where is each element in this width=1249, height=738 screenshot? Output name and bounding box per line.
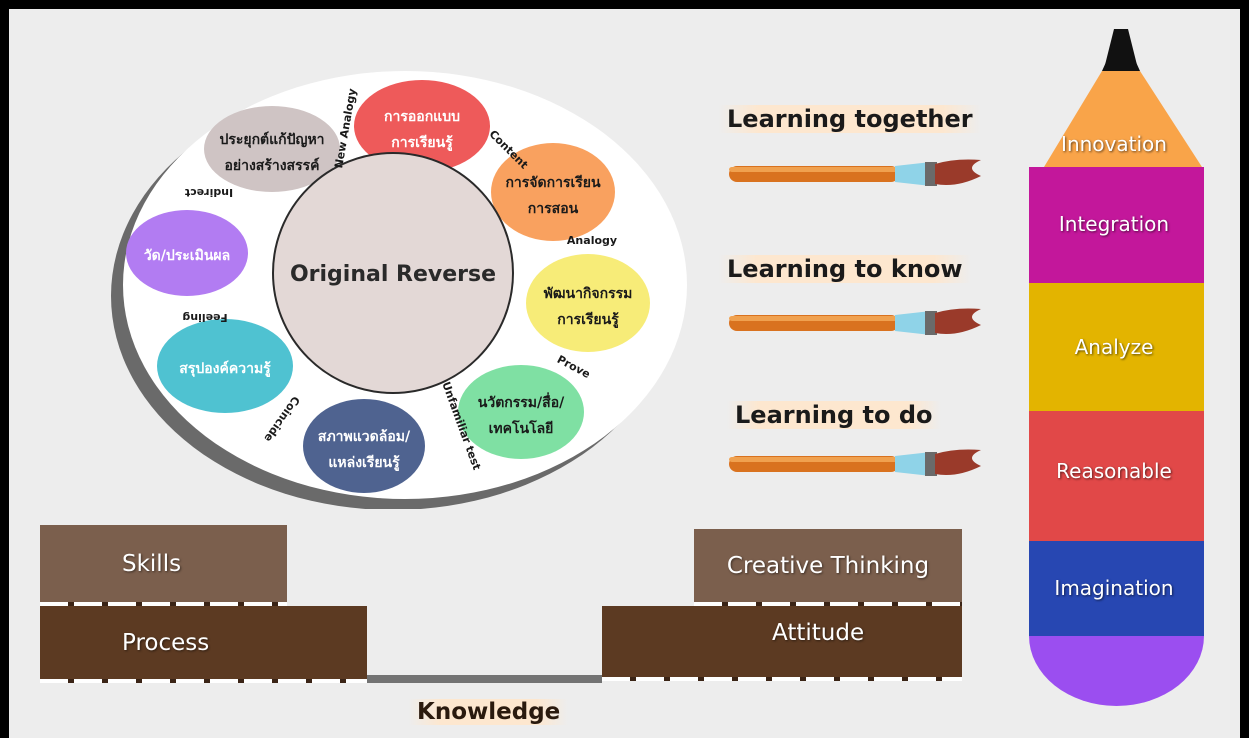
wheel-bubble-label: วัด/ประเมินผล bbox=[144, 248, 230, 264]
paintbrush-icon bbox=[729, 308, 981, 335]
wheel-bubble-label: การเรียนรู้ bbox=[557, 312, 619, 328]
block-divider bbox=[694, 602, 962, 606]
wheel-bubble-shape bbox=[204, 106, 340, 192]
wheel-bubble-shape bbox=[354, 80, 490, 172]
paintbrush-icon bbox=[729, 449, 981, 476]
reasonable-label: Reasonable bbox=[1056, 459, 1172, 483]
wheel-bubble-label: การเรียนรู้ bbox=[391, 135, 453, 151]
wheel-bubble: นวัตกรรม/สื่อ/เทคโนโลยี bbox=[458, 365, 584, 459]
pencil-eraser bbox=[1029, 636, 1204, 706]
wheel-bubble-shape bbox=[303, 399, 425, 493]
paintbrush-icon bbox=[729, 159, 981, 186]
wheel-bubble-label: อย่างสร้างสรรค์ bbox=[224, 157, 319, 174]
connector-label: Analogy bbox=[567, 234, 617, 247]
center-label: Original Reverse bbox=[290, 262, 496, 287]
wheel-bubble: สรุปองค์ความรู้ bbox=[157, 319, 293, 413]
block-divider bbox=[40, 602, 287, 606]
skills-block: Skills bbox=[40, 525, 287, 603]
wheel-bubble-label: แหล่งเรียนรู้ bbox=[328, 455, 400, 471]
wheel-bubble-shape bbox=[126, 210, 248, 296]
integration-label: Integration bbox=[1058, 212, 1170, 236]
wheel-bubble-label: พัฒนากิจกรรม bbox=[544, 286, 633, 302]
attitude-block: Attitude bbox=[602, 606, 962, 678]
pencil-tip bbox=[1044, 71, 1202, 167]
innovation-label: Innovation bbox=[1061, 132, 1167, 156]
knowledge-bridge bbox=[367, 675, 602, 683]
wheel-bubble-label: เทคโนโลยี bbox=[489, 419, 554, 437]
pencil-band-integration bbox=[1029, 167, 1204, 283]
wheel-bubble-shape bbox=[526, 254, 650, 352]
knowledge-label: Knowledge bbox=[409, 699, 569, 725]
pencil-band-analyze bbox=[1029, 283, 1204, 411]
wheel-bubble-shape bbox=[157, 319, 293, 413]
wheel-bubble-shape bbox=[458, 365, 584, 459]
learning-to-do-label: Learning to do bbox=[727, 401, 941, 429]
pencil-graphic bbox=[1029, 29, 1204, 706]
wheel-bubble: สภาพแวดล้อม/แหล่งเรียนรู้ bbox=[303, 399, 425, 493]
learning-together-label: Learning together bbox=[719, 105, 981, 133]
wheel-bubble-label: การออกแบบ bbox=[384, 109, 460, 125]
wheel-bubble-label: ประยุกต์แก้ปัญหา bbox=[219, 131, 324, 148]
pencil-band-imagination bbox=[1029, 541, 1204, 636]
connector-label: Indirect bbox=[185, 186, 233, 199]
learning-to-know-label: Learning to know bbox=[719, 255, 971, 283]
wheel-bubble-label: สภาพแวดล้อม/ bbox=[318, 429, 411, 445]
wheel-bubble-label: นวัตกรรม/สื่อ/ bbox=[478, 392, 565, 411]
wheel-bubble-label: สรุปองค์ความรู้ bbox=[179, 360, 271, 377]
wheel-diagram: การออกแบบการเรียนรู้การจัดการเรียนการสอน… bbox=[111, 71, 687, 509]
block-divider bbox=[602, 677, 962, 681]
diagram-canvas: การออกแบบการเรียนรู้การจัดการเรียนการสอน… bbox=[9, 9, 1240, 738]
pencil-lead bbox=[1102, 29, 1140, 71]
wheel-bubble-label: การสอน bbox=[528, 201, 579, 217]
process-block: Process bbox=[40, 606, 367, 680]
center-circle bbox=[272, 152, 514, 394]
analyze-label: Analyze bbox=[1074, 335, 1154, 359]
block-divider bbox=[40, 679, 367, 683]
imagination-label: Imagination bbox=[1054, 576, 1174, 600]
connector-label: Feeling bbox=[182, 311, 227, 324]
wheel-bubble-shape bbox=[491, 143, 615, 241]
creative-thinking-block: Creative Thinking bbox=[694, 529, 962, 603]
pencil-band-reasonable bbox=[1029, 411, 1204, 541]
wheel-bubble: วัด/ประเมินผล bbox=[126, 210, 248, 296]
wheel-bubble-label: การจัดการเรียน bbox=[505, 175, 601, 191]
